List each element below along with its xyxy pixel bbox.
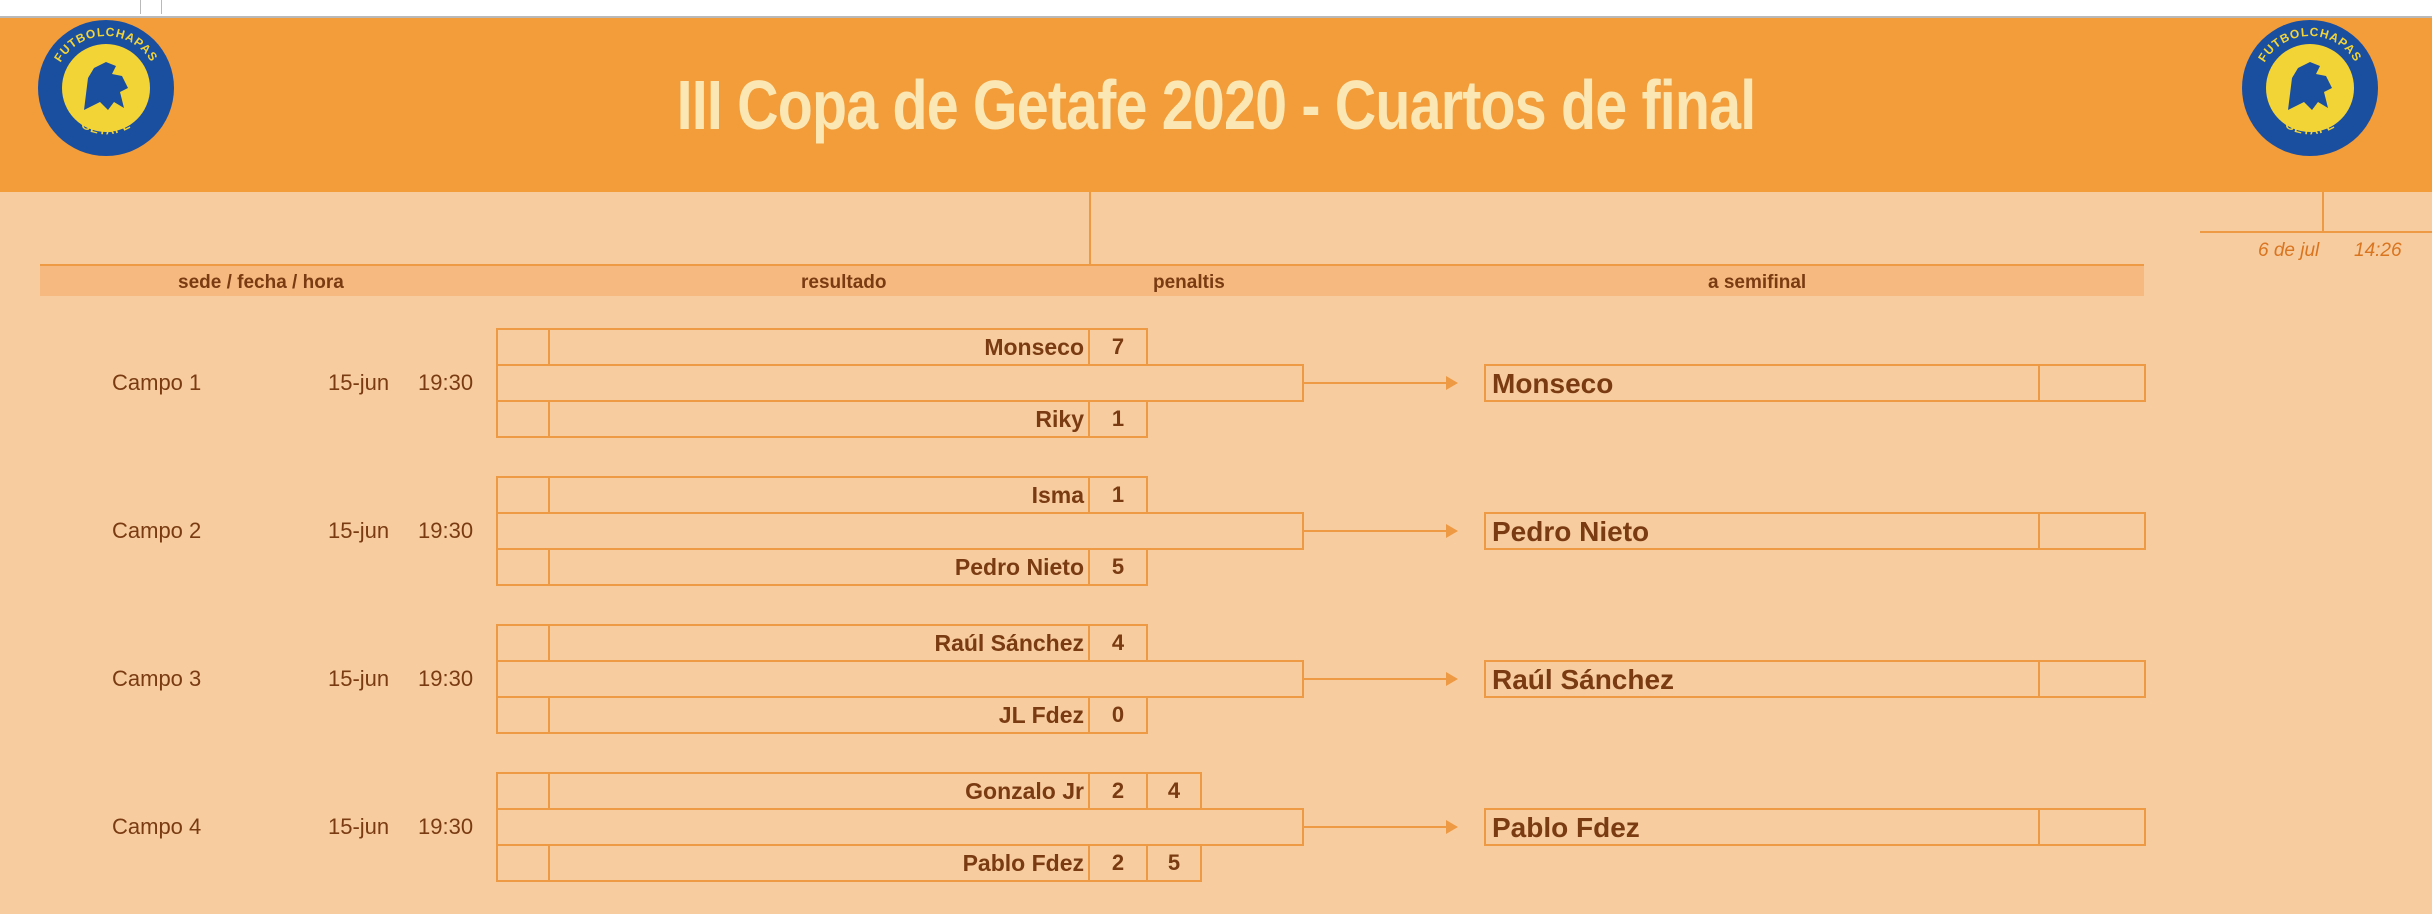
arrow-right-icon (1446, 672, 1458, 686)
match-time: 19:30 (418, 666, 474, 691)
divider-line (1089, 192, 1091, 264)
score-home: 4 (1111, 630, 1125, 655)
match-date: 15-jun (328, 666, 390, 691)
penalty-home: 4 (1167, 778, 1181, 803)
semifinal-team: Monseco (1492, 368, 1614, 399)
seed-box[interactable] (496, 624, 550, 662)
arrow-line (1302, 382, 1452, 384)
arrow-right-icon (1446, 524, 1458, 538)
column-header-row: sede / fecha / hora resultado penaltis a… (40, 264, 2144, 296)
match-time: 19:30 (418, 518, 474, 543)
lion-icon (84, 62, 128, 110)
penalty-away: 5 (1167, 850, 1181, 875)
score-away: 0 (1111, 702, 1125, 727)
team-name-away: Pedro Nieto (954, 554, 1084, 580)
team-name-away: Pablo Fdez (962, 850, 1084, 876)
divider-line (2200, 231, 2432, 233)
semifinal-score-box[interactable] (2038, 364, 2146, 402)
score-box-away[interactable] (1088, 696, 1148, 734)
logo-text-bottom: GETAFE (2283, 117, 2336, 137)
seed-box[interactable] (496, 772, 550, 810)
score-away: 2 (1111, 850, 1125, 875)
team-name-home: Raúl Sánchez (934, 630, 1084, 656)
divider-line (2322, 192, 2324, 232)
current-date: 6 de jul (2258, 240, 2320, 261)
semifinal-team: Raúl Sánchez (1492, 664, 1675, 695)
formula-bar-separator (141, 0, 162, 14)
club-logo-right: FUTBOLCHAPAS GETAFE (2242, 20, 2378, 156)
seed-box[interactable] (496, 476, 550, 514)
score-home: 7 (1111, 334, 1125, 359)
arrow-right-icon (1446, 376, 1458, 390)
svg-text:GETAFE: GETAFE (79, 117, 133, 137)
arrow-line (1302, 678, 1452, 680)
score-box-away[interactable] (1088, 400, 1148, 438)
semifinal-team: Pablo Fdez (1492, 812, 1640, 843)
svg-text:GETAFE: GETAFE (2283, 117, 2337, 137)
arrow-line (1302, 530, 1452, 532)
team-name-home: Isma (1031, 482, 1084, 508)
score-away: 5 (1111, 554, 1125, 579)
team-name-home: Gonzalo Jr (965, 778, 1084, 804)
column-result: resultado (801, 272, 887, 293)
match-date: 15-jun (328, 518, 390, 543)
club-logo-left: FUTBOLCHAPAS GETAFE (38, 20, 174, 156)
semifinal-score-box[interactable] (2038, 660, 2146, 698)
team-name-away: Riky (1035, 406, 1084, 432)
arrow-right-icon (1446, 820, 1458, 834)
cell-reference-box[interactable] (0, 0, 141, 14)
team-name-away: JL Fdez (998, 702, 1084, 728)
match-connector-box (496, 660, 1304, 698)
score-home: 2 (1111, 778, 1125, 803)
match-connector-box (496, 512, 1304, 550)
seed-box[interactable] (496, 696, 550, 734)
match-venue: Campo 1 (112, 370, 202, 395)
arrow-line (1302, 826, 1452, 828)
match-date: 15-jun (328, 370, 390, 395)
match-time: 19:30 (418, 370, 474, 395)
match-date: 15-jun (328, 814, 390, 839)
penalty-box-away[interactable] (1146, 844, 1202, 882)
semifinal-team: Pedro Nieto (1492, 516, 1650, 547)
semifinal-score-box[interactable] (2038, 808, 2146, 846)
column-semifinal: a semifinal (1708, 272, 1807, 293)
match-venue: Campo 3 (112, 666, 202, 691)
seed-box[interactable] (496, 328, 550, 366)
column-penalties: penaltis (1153, 272, 1225, 293)
current-time: 14:26 (2354, 240, 2402, 261)
seed-box[interactable] (496, 400, 550, 438)
score-box-away[interactable] (1088, 548, 1148, 586)
page-title: III Copa de Getafe 2020 - Cuartos de fin… (676, 66, 1757, 144)
match-connector-box (496, 364, 1304, 402)
match-venue: Campo 2 (112, 518, 202, 543)
score-home: 1 (1111, 482, 1125, 507)
team-name-home: Monseco (984, 334, 1084, 360)
semifinal-score-box[interactable] (2038, 512, 2146, 550)
lion-icon (2288, 62, 2332, 110)
logo-text-bottom: GETAFE (79, 117, 132, 137)
column-venue: sede / fecha / hora (178, 272, 344, 293)
spreadsheet-top-strip (0, 0, 2432, 18)
match-venue: Campo 4 (112, 814, 202, 839)
match-time: 19:30 (418, 814, 474, 839)
seed-box[interactable] (496, 844, 550, 882)
score-away: 1 (1111, 406, 1125, 431)
seed-box[interactable] (496, 548, 550, 586)
match-connector-box (496, 808, 1304, 846)
header-banner: III Copa de Getafe 2020 - Cuartos de fin… (0, 18, 2432, 192)
